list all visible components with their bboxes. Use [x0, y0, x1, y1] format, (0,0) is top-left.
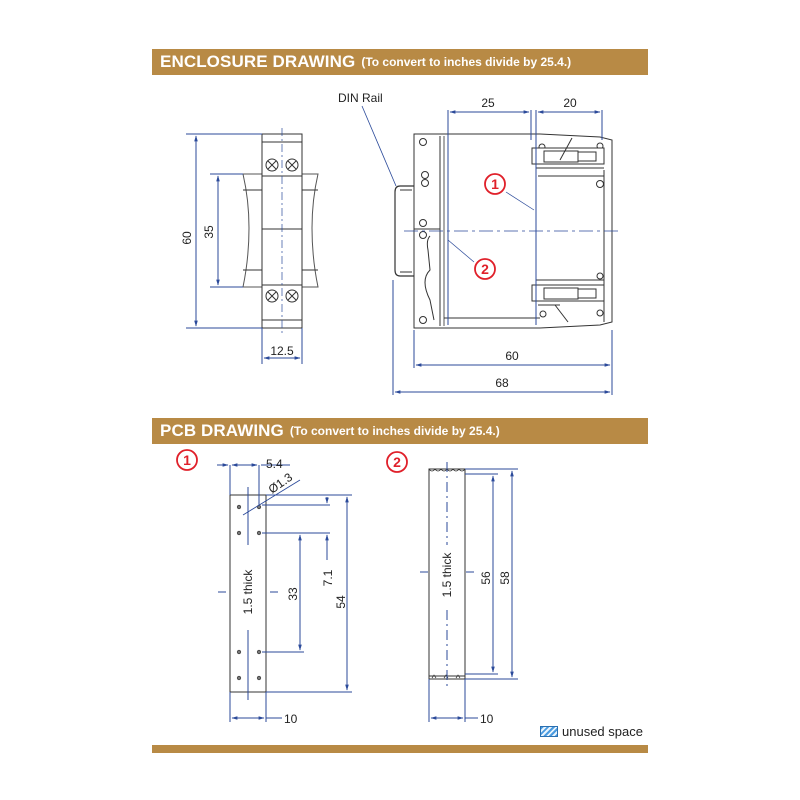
enclosure-drawing-banner: ENCLOSURE DRAWING (To convert to inches …: [152, 49, 648, 75]
enclosure-front-dimensions: [186, 133, 303, 364]
dim-pcb2-height-outer: 58: [498, 571, 512, 585]
dim-front-height: 60: [180, 231, 194, 245]
dim-pcb2-width: 10: [480, 712, 494, 726]
pin-hole-icon: [236, 504, 262, 681]
pcb2-thickness-label: 1.5 thick: [440, 552, 454, 598]
svg-text:1: 1: [491, 176, 499, 192]
legend-label: unused space: [562, 724, 643, 739]
terminal-screw-icon: [265, 158, 299, 303]
marker-2-enclosure: 2: [474, 258, 496, 280]
footer-bar: [152, 745, 648, 753]
enclosure-drawing-subtitle: (To convert to inches divide by 25.4.): [361, 55, 572, 69]
dim-pcb1-height: 54: [334, 595, 348, 609]
din-rail-leader: [361, 105, 397, 187]
dim-pcb1-width: 10: [284, 712, 298, 726]
marker-2-pcb: 2: [386, 451, 408, 473]
pcb1-dimensions: [217, 463, 352, 722]
dim-side-top-right: 20: [563, 96, 577, 110]
pcb-drawing-banner: PCB DRAWING (To convert to inches divide…: [152, 418, 648, 444]
hatch-swatch-icon: [540, 726, 558, 737]
svg-text:1: 1: [183, 452, 191, 468]
dim-pcb2-height-inner: 56: [479, 571, 493, 585]
svg-text:2: 2: [481, 261, 489, 277]
enclosure-drawing-title: ENCLOSURE DRAWING: [160, 52, 356, 71]
dim-side-depth-inner: 60: [505, 349, 519, 363]
enclosure-front-view: [242, 128, 319, 334]
marker-1-enclosure: 1: [484, 173, 506, 195]
pcb-drawing-title: PCB DRAWING: [160, 421, 284, 440]
dim-pcb1-pin-pitch: 5.4: [266, 457, 283, 471]
pcb2-dimensions: [420, 462, 518, 722]
dim-pcb1-pin-spacing: 33: [286, 587, 300, 601]
dim-pcb1-pin-offset: 7.1: [321, 569, 335, 586]
marker-1-pcb: 1: [176, 449, 198, 471]
svg-text:2: 2: [393, 454, 401, 470]
pcb1-thickness-label: 1.5 thick: [241, 569, 255, 615]
dim-side-top-left: 25: [481, 96, 495, 110]
dim-front-width: 12.5: [270, 344, 294, 358]
dim-front-rail-width: 35: [202, 225, 216, 239]
pcb-drawing-subtitle: (To convert to inches divide by 25.4.): [289, 424, 500, 438]
pcb-position-lines: [392, 110, 620, 395]
dim-side-depth-total: 68: [495, 376, 509, 390]
legend: unused space: [540, 724, 643, 739]
din-rail-label: DIN Rail: [338, 91, 383, 105]
